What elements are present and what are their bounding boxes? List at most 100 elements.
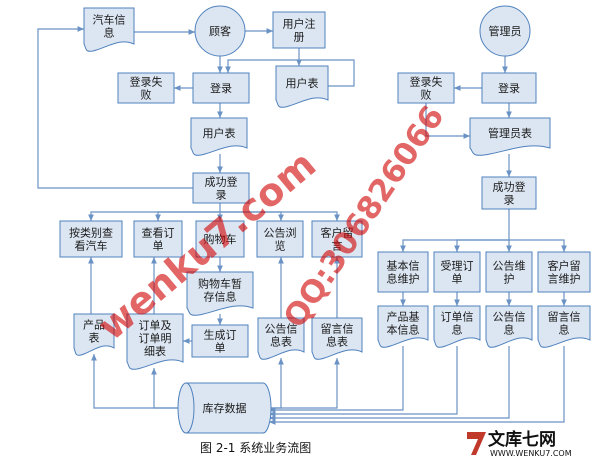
node-label: 成功登录 xyxy=(493,180,526,207)
node-label: 管理员表 xyxy=(488,126,532,140)
node-shape xyxy=(195,220,245,258)
flow-edge-29 xyxy=(425,103,470,139)
node-shape xyxy=(73,313,115,356)
node-basic-maint: 基本信息维护 xyxy=(377,251,429,293)
node-accept-order: 受理订单 xyxy=(433,251,481,293)
node-notice-maint: 公告维护 xyxy=(485,251,533,293)
flow-edge-32 xyxy=(454,239,509,252)
node-label: 用户表 xyxy=(203,126,236,140)
node-shape xyxy=(311,220,363,258)
watermark-qq: QQ:306826066 xyxy=(277,99,452,334)
node-label: 公告信息表 xyxy=(265,323,298,349)
flow-edge-11 xyxy=(155,211,220,221)
node-label: 用户表 xyxy=(286,76,319,90)
node-label: 留言信息表 xyxy=(321,323,354,349)
node-label: 登录失败 xyxy=(130,75,163,102)
node-shape xyxy=(469,117,551,156)
node-shape xyxy=(481,72,537,104)
flow-edge-42 xyxy=(269,346,565,425)
node-admin-table: 管理员表 xyxy=(469,117,551,156)
node-shape xyxy=(117,72,175,104)
node-shape xyxy=(192,172,250,204)
node-shape xyxy=(537,305,591,348)
node-label: 成功登录 xyxy=(205,175,238,202)
node-label: 客户留言 xyxy=(321,226,354,253)
node-order-detail: 订单及订单明细表 xyxy=(126,313,184,370)
node-browse-car: 按类别查看汽车 xyxy=(59,220,123,258)
flow-edge-5 xyxy=(225,59,355,87)
logo-mark-icon xyxy=(467,432,486,455)
logo-main-text: 文库七网 xyxy=(488,429,556,450)
node-label: 生成订单 xyxy=(204,328,237,355)
node-label: 公告维护 xyxy=(493,260,526,286)
flow-edge-22 xyxy=(91,354,180,409)
node-label: 顾客 xyxy=(209,24,231,38)
node-shape xyxy=(481,176,537,210)
node-shape xyxy=(479,5,531,57)
node-shape xyxy=(433,305,481,348)
node-login-ok-l: 成功登录 xyxy=(192,172,250,204)
flow-edge-10 xyxy=(88,203,221,221)
node-user-register: 用户注册 xyxy=(272,11,326,49)
node-shape xyxy=(83,7,135,52)
node-login-ok-r: 成功登录 xyxy=(481,176,537,210)
node-label: 公告浏览 xyxy=(264,226,297,253)
node-notice-browse: 公告浏览 xyxy=(256,220,304,258)
node-shape xyxy=(485,251,533,293)
node-msg-table: 留言信息表 xyxy=(311,317,363,360)
flow-edge-39 xyxy=(269,346,404,413)
node-label: 受理订单 xyxy=(441,260,474,286)
node-order-info: 订单信息 xyxy=(433,305,481,348)
node-label: 订单及订单明细表 xyxy=(139,319,172,358)
node-msg-maint: 客户留言维护 xyxy=(537,251,591,293)
node-label: 公告信息 xyxy=(493,311,526,337)
logo-sub-text: WWW.WENKU7.COM xyxy=(490,449,572,458)
node-label: 查看订单 xyxy=(142,226,175,253)
node-user-table: 用户表 xyxy=(190,117,248,156)
node-label: 产品表 xyxy=(83,318,105,345)
flow-edge-31 xyxy=(400,209,510,252)
node-shape xyxy=(272,11,326,49)
node-shape xyxy=(257,317,305,360)
node-shape xyxy=(191,324,249,358)
node-shape xyxy=(177,382,272,434)
node-product-basic: 产品基本信息 xyxy=(377,305,429,348)
node-car-info: 汽车信息 xyxy=(83,7,135,52)
node-label: 登录 xyxy=(210,81,232,95)
node-label: 用户注册 xyxy=(283,17,316,44)
node-gen-order: 生成订单 xyxy=(191,324,249,358)
node-customer-msg: 客户留言 xyxy=(311,220,363,258)
node-shape xyxy=(133,220,183,258)
node-msg-info: 留言信息 xyxy=(537,305,591,348)
flow-edge-41 xyxy=(269,346,510,421)
node-cart-temp: 购物车暂存信息 xyxy=(186,271,254,316)
node-label: 管理员 xyxy=(489,24,522,38)
node-shape xyxy=(311,317,363,360)
node-shape xyxy=(275,65,329,108)
node-shape xyxy=(377,251,429,293)
node-label: 登录失败 xyxy=(410,75,443,102)
node-shape xyxy=(397,72,455,104)
node-shape xyxy=(433,251,481,293)
node-login-r: 登录 xyxy=(481,72,537,104)
node-cart: 购物车 xyxy=(195,220,245,258)
node-user-table-top: 用户表 xyxy=(275,65,329,108)
node-label: 汽车信息 xyxy=(93,13,126,40)
node-label: 购物车暂存信息 xyxy=(198,277,242,304)
node-shape xyxy=(59,220,123,258)
node-label: 基本信息维护 xyxy=(387,259,420,286)
flow-edge-40 xyxy=(269,346,458,417)
flow-edge-23 xyxy=(151,368,180,409)
node-label: 购物车 xyxy=(204,232,237,246)
node-label: 按类别查看汽车 xyxy=(69,226,113,253)
figure-caption: 图 2-1 系统业务流图 xyxy=(200,440,311,455)
node-customer: 顾客 xyxy=(194,5,246,57)
node-product-table: 产品表 xyxy=(73,313,115,356)
node-shape xyxy=(192,72,250,104)
node-shape xyxy=(190,117,248,156)
node-shape xyxy=(194,5,246,57)
node-admin: 管理员 xyxy=(479,5,531,57)
node-label: 产品基本信息 xyxy=(387,310,420,337)
node-notice-info: 公告信息 xyxy=(485,305,533,348)
